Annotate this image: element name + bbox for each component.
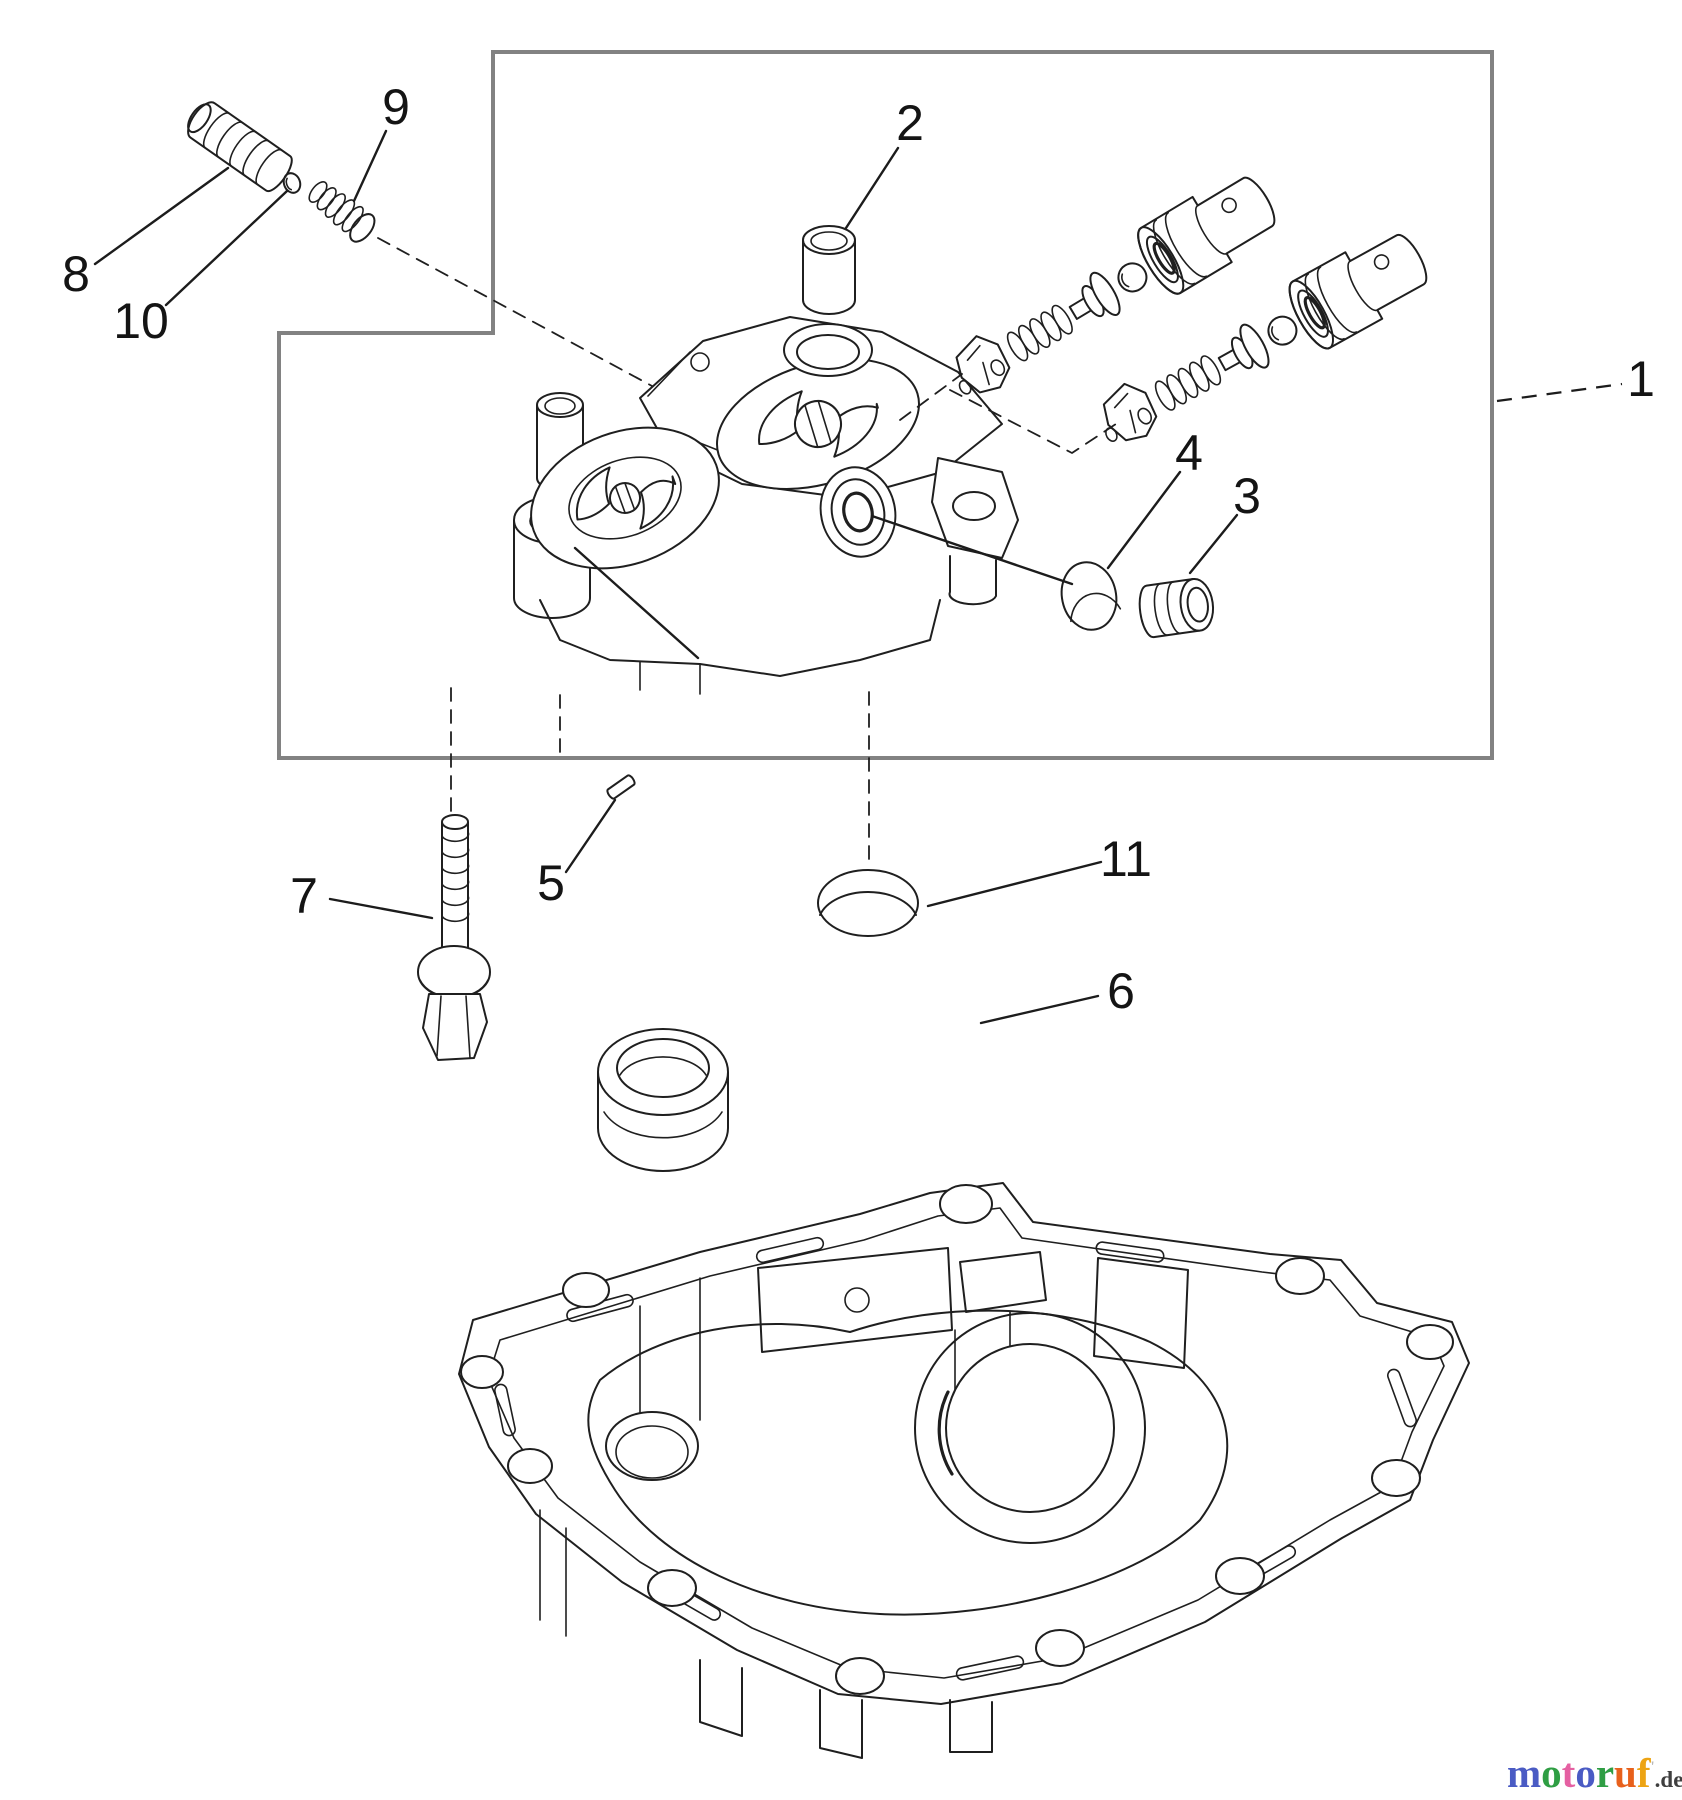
check-valve-lower <box>1083 220 1439 465</box>
callout-leader-2 <box>844 146 900 230</box>
callout-label-2: 2 <box>896 95 924 151</box>
logo-letter: o <box>1575 1750 1596 1796</box>
callout-leader-1 <box>1496 382 1623 403</box>
brand-logo: motoruf'.de <box>1507 1750 1682 1796</box>
part-11-cap <box>817 869 919 937</box>
valve-body <box>513 316 1019 695</box>
callout-leader-6 <box>979 994 1100 1025</box>
callout-label-1: 1 <box>1627 351 1655 407</box>
part-10-ring <box>282 172 302 194</box>
part-9-spring <box>308 181 376 243</box>
logo-letter: m <box>1507 1750 1541 1796</box>
callout-label-3: 3 <box>1233 468 1261 524</box>
part-3-plug <box>1138 577 1215 639</box>
callout-label-5: 5 <box>537 855 565 911</box>
callout-label-9: 9 <box>382 79 410 135</box>
callout-leader-9 <box>352 129 388 203</box>
part-2-bushing <box>802 225 856 315</box>
bore-to-plug-line <box>870 514 1074 586</box>
axis-dash-upper <box>899 373 963 421</box>
callout-label-6: 6 <box>1107 963 1135 1019</box>
logo-trademark: ' <box>1650 1759 1654 1775</box>
logo-letter: o <box>1541 1750 1562 1796</box>
part-5-pin <box>606 774 636 800</box>
logo-letter: u <box>1614 1750 1637 1796</box>
check-valve-upper <box>935 162 1288 418</box>
callout-leader-3 <box>1188 513 1239 575</box>
logo-letter: f <box>1637 1750 1652 1796</box>
axis-dash-lower <box>949 389 1123 454</box>
callout-label-10: 10 <box>113 293 169 349</box>
logo-letter: t <box>1562 1750 1576 1796</box>
part-6-collar <box>597 1028 729 1172</box>
axis-dash-spring <box>377 237 653 387</box>
callout-box <box>277 50 1494 760</box>
callout-leader-4 <box>1106 470 1182 570</box>
logo-letter: r <box>1596 1750 1614 1796</box>
callout-leader-10 <box>164 189 289 307</box>
callout-leader-8 <box>93 166 230 266</box>
callout-leader-11 <box>926 860 1103 908</box>
logo-suffix: .de <box>1655 1767 1682 1792</box>
callout-label-8: 8 <box>62 246 90 302</box>
part-7-bolt <box>417 814 491 1061</box>
callout-label-11: 11 <box>1100 831 1152 887</box>
part-4-plug-disc <box>1060 561 1122 631</box>
callout-label-7: 7 <box>290 868 318 924</box>
part-8-plug <box>187 101 293 192</box>
callout-leader-7 <box>328 897 434 920</box>
transaxle-case <box>458 1182 1470 1759</box>
callout-label-4: 4 <box>1175 425 1203 481</box>
callout-leader-5 <box>564 798 617 874</box>
